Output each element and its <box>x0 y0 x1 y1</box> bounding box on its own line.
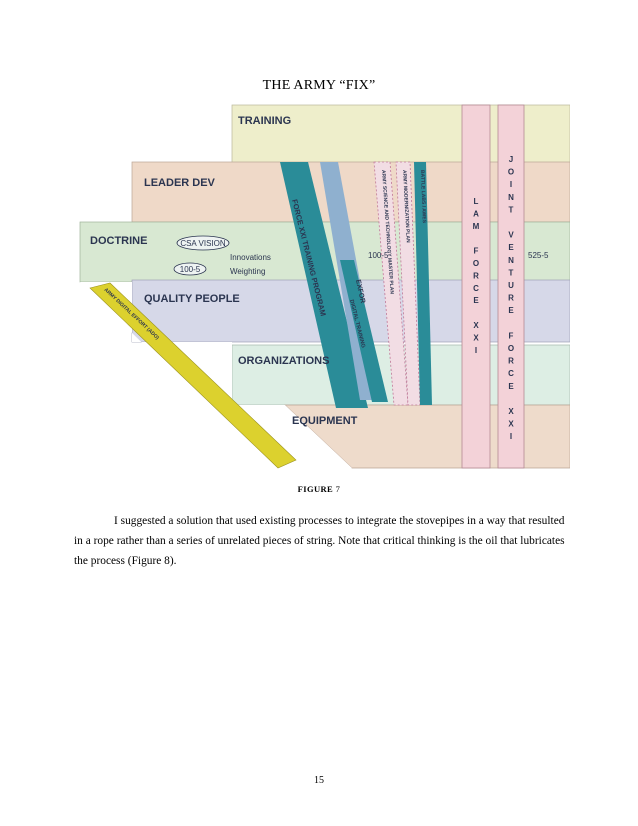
oval-100-5 <box>173 262 207 276</box>
pillar-joint-venture <box>497 104 525 469</box>
page-number: 15 <box>314 775 324 786</box>
label-leader-dev: LEADER DEV <box>144 177 216 189</box>
oval-csa-vision <box>176 235 230 251</box>
band-leader-dev <box>131 161 570 223</box>
lam-force-letter: X <box>473 321 479 330</box>
note-525-5: 525-5 <box>528 251 549 260</box>
joint-venture-letter: R <box>508 357 514 366</box>
joint-venture-letter: F <box>509 331 514 340</box>
joint-venture-letter: O <box>508 344 514 353</box>
joint-venture-letter: C <box>508 369 514 378</box>
caption-prefix: F <box>297 484 304 494</box>
figure-caption: FIGURE 7 <box>0 484 638 494</box>
joint-venture-letter: N <box>508 256 514 265</box>
lam-force-letter: M <box>473 222 480 231</box>
joint-venture-letter: X <box>508 420 514 429</box>
joint-venture-letter: J <box>509 155 513 164</box>
stripe-science-tech <box>373 161 409 406</box>
lam-force-letter: I <box>475 346 477 355</box>
joint-venture-letter: E <box>508 243 514 252</box>
caption-number: 7 <box>335 484 341 494</box>
label-quality-people: QUALITY PEOPLE <box>144 293 240 305</box>
stripe-force-xxi-training <box>280 162 368 408</box>
label-doctrine: DOCTRINE <box>90 235 147 247</box>
lam-force-letter: A <box>473 209 479 218</box>
joint-venture-letter: E <box>508 382 514 391</box>
pillar-lam-force <box>461 104 491 469</box>
joint-venture-letter: N <box>508 193 514 202</box>
stripe-army-digital-effort <box>89 282 297 469</box>
page-title: THE ARMY “FIX” <box>262 78 376 93</box>
joint-venture-letter: V <box>508 231 514 240</box>
lam-force-letter: E <box>473 296 479 305</box>
lam-force-letter: F <box>474 247 479 256</box>
stripe-digital-training <box>340 260 388 402</box>
caption-word: IGURE <box>303 484 334 494</box>
text-exfor: EXFOR <box>354 279 366 304</box>
joint-venture-letter: I <box>510 432 512 441</box>
body-paragraph: I suggested a solution that used existin… <box>74 515 565 567</box>
lam-force-letter: O <box>473 259 479 268</box>
joint-venture-letter: R <box>508 294 514 303</box>
joint-venture-letter: X <box>508 407 514 416</box>
text-100-5: 100-5 <box>180 265 201 274</box>
joint-venture-letter: T <box>509 205 514 214</box>
joint-venture-letter: T <box>509 268 514 277</box>
label-equipment: EQUIPMENT <box>292 415 358 427</box>
stripe-battle-labs <box>414 162 432 405</box>
lam-force-letter: R <box>473 271 479 280</box>
note-100-5: 100-5 <box>368 251 389 260</box>
joint-venture-letter: E <box>508 306 514 315</box>
note-innovations: Innovations <box>230 253 271 262</box>
joint-venture-letter: U <box>508 281 514 290</box>
lam-force-letter: L <box>474 197 479 206</box>
text-csa-vision: CSA VISION <box>180 239 226 248</box>
lam-force-letter: C <box>473 284 479 293</box>
army-fix-svg: TRAINING LEADER DEV DOCTRINE QUALITY PEO… <box>79 104 570 469</box>
lam-force-letter: X <box>473 333 479 342</box>
joint-venture-letter: I <box>510 180 512 189</box>
label-organizations: ORGANIZATIONS <box>238 355 329 367</box>
text-modernization: ARMY MODERNIZATION PLAN <box>401 170 411 243</box>
army-fix-diagram: TRAINING LEADER DEV DOCTRINE QUALITY PEO… <box>70 100 570 470</box>
text-battle-labs: BATTLE LABS / AWES <box>419 170 427 224</box>
label-training: TRAINING <box>238 115 291 127</box>
note-weighting: Weighting <box>230 267 265 276</box>
joint-venture-letter: O <box>508 168 514 177</box>
